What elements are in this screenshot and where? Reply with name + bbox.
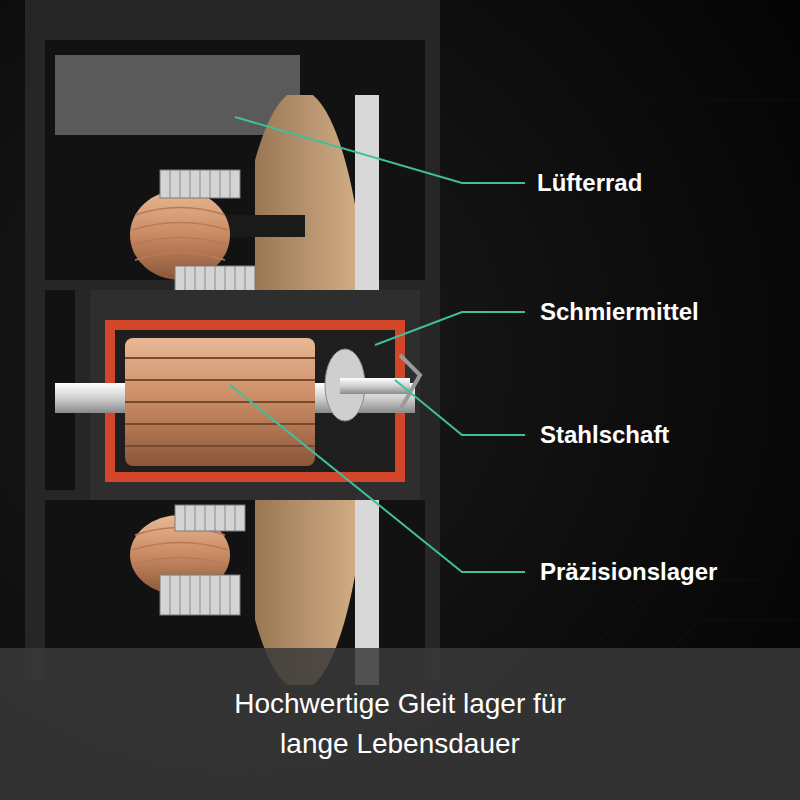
leader-line	[375, 312, 525, 345]
caption: Hochwertige Gleit lager für lange Lebens…	[220, 684, 580, 764]
part-label: Stahlschaft	[540, 421, 669, 450]
magnet	[55, 55, 300, 135]
bearing-cavity	[115, 330, 395, 472]
coil-windings	[132, 208, 228, 261]
lubricant	[105, 320, 405, 482]
bearing	[125, 338, 315, 466]
leader-line	[395, 380, 525, 435]
laminations	[160, 170, 255, 294]
caption-band	[0, 648, 800, 800]
laminations	[160, 505, 245, 615]
lamination-lines	[170, 170, 245, 294]
part-label: Lüfterrad	[537, 169, 642, 198]
circuit-pattern	[560, 40, 800, 700]
coil-windings	[132, 528, 228, 566]
part-label: Präzisionslager	[540, 558, 717, 587]
lamination-lines	[170, 505, 235, 615]
bearing-grooves	[125, 358, 315, 446]
leader-line	[230, 385, 525, 572]
shaft-tip	[340, 378, 410, 394]
clip	[400, 355, 420, 410]
leader-line	[235, 117, 525, 183]
part-label: Schmiermittel	[540, 298, 699, 327]
leader-lines	[230, 117, 525, 572]
